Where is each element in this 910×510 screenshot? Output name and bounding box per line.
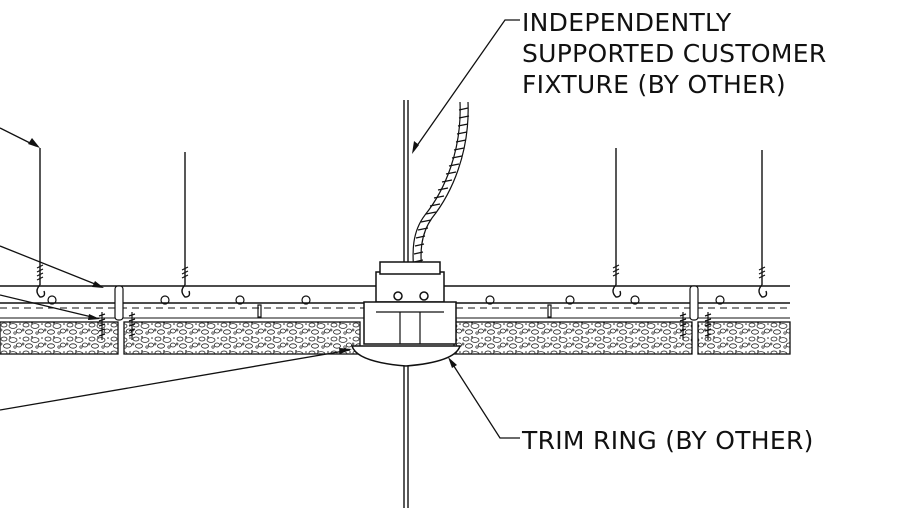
leader-arrowheads — [28, 138, 457, 368]
hanger-wires — [36, 148, 768, 298]
ceiling-tiles — [0, 321, 791, 355]
trim-ring-callout-text: TRIM RING (BY OTHER) — [522, 426, 814, 455]
junction-box — [363, 261, 457, 345]
tile-screws — [98, 312, 712, 340]
leader-lines — [0, 19, 520, 439]
pendant-rod — [403, 366, 409, 508]
flex-conduit — [412, 101, 470, 273]
tile-clips — [114, 285, 699, 321]
fixture-callout: INDEPENDENTLY SUPPORTED CUSTOMER FIXTURE… — [522, 7, 827, 100]
fixture-callout-line-1: INDEPENDENTLY — [522, 8, 732, 37]
fixture-support-wires — [403, 100, 409, 272]
trim-ring — [350, 345, 462, 367]
fixture-callout-line-2: SUPPORTED CUSTOMER — [522, 39, 827, 68]
wire-twists — [36, 264, 766, 281]
fixture-callout-line-3: FIXTURE (BY OTHER) — [522, 70, 786, 99]
rail-slots — [47, 295, 725, 318]
trim-ring-callout: TRIM RING (BY OTHER) — [522, 425, 814, 456]
